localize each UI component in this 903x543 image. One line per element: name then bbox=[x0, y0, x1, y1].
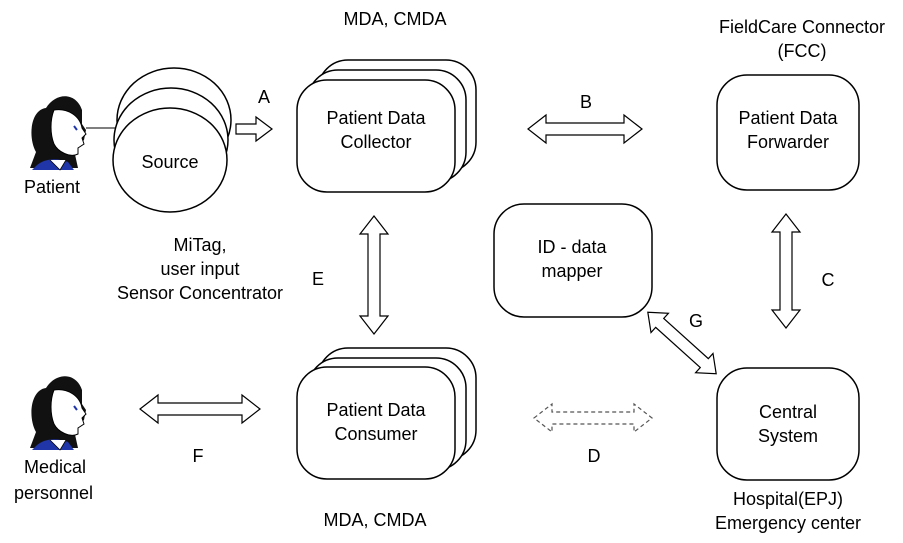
collector-label-line1: Patient Data bbox=[326, 108, 426, 128]
mitag-label-line1: MiTag, bbox=[173, 235, 226, 255]
fcc-label-line1: FieldCare Connector bbox=[719, 17, 885, 37]
patient-person-icon bbox=[30, 96, 87, 171]
mapper-node bbox=[493, 203, 653, 318]
edge-label-c: C bbox=[822, 270, 835, 290]
mitag-label-line3: Sensor Concentrator bbox=[117, 283, 283, 303]
mapper-label-line1: ID - data bbox=[537, 237, 607, 257]
arrow-d bbox=[533, 402, 653, 434]
arrow-b bbox=[527, 113, 643, 145]
central-label-line1: Central bbox=[759, 402, 817, 422]
forwarder-node bbox=[716, 74, 860, 191]
hospital-label-line1: Hospital(EPJ) bbox=[733, 489, 843, 509]
central-label-line2: System bbox=[758, 426, 818, 446]
edge-label-b: B bbox=[580, 92, 592, 112]
source-node bbox=[112, 67, 232, 213]
arrow-c bbox=[770, 213, 802, 329]
forwarder-label-line2: Forwarder bbox=[747, 132, 829, 152]
mapper-label-line2: mapper bbox=[541, 261, 602, 281]
medical-label-line2: personnel bbox=[14, 483, 93, 503]
consumer-label-line2: Consumer bbox=[334, 424, 417, 444]
medical-person-icon bbox=[30, 376, 87, 451]
arrow-f bbox=[139, 393, 261, 425]
edge-label-d: D bbox=[588, 446, 601, 466]
mitag-label-line2: user input bbox=[160, 259, 239, 279]
patient-label: Patient bbox=[24, 177, 80, 197]
edge-label-f: F bbox=[193, 446, 204, 466]
edge-label-g: G bbox=[689, 311, 703, 331]
collector-header: MDA, CMDA bbox=[344, 9, 447, 29]
central-system-node bbox=[716, 367, 860, 481]
edge-label-e: E bbox=[312, 269, 324, 289]
arrow-g bbox=[647, 311, 717, 375]
consumer-footer: MDA, CMDA bbox=[324, 510, 427, 530]
consumer-node bbox=[296, 347, 477, 480]
medical-label-line1: Medical bbox=[24, 457, 86, 477]
arrow-e bbox=[358, 215, 390, 335]
source-label: Source bbox=[141, 152, 198, 172]
fcc-label-line2: (FCC) bbox=[778, 41, 827, 61]
edge-label-a: A bbox=[258, 87, 270, 107]
hospital-label-line2: Emergency center bbox=[715, 513, 861, 533]
forwarder-label-line1: Patient Data bbox=[738, 108, 838, 128]
consumer-label-line1: Patient Data bbox=[326, 400, 426, 420]
arrow-a bbox=[235, 115, 273, 143]
collector-label-line2: Collector bbox=[340, 132, 411, 152]
collector-node bbox=[296, 59, 477, 193]
